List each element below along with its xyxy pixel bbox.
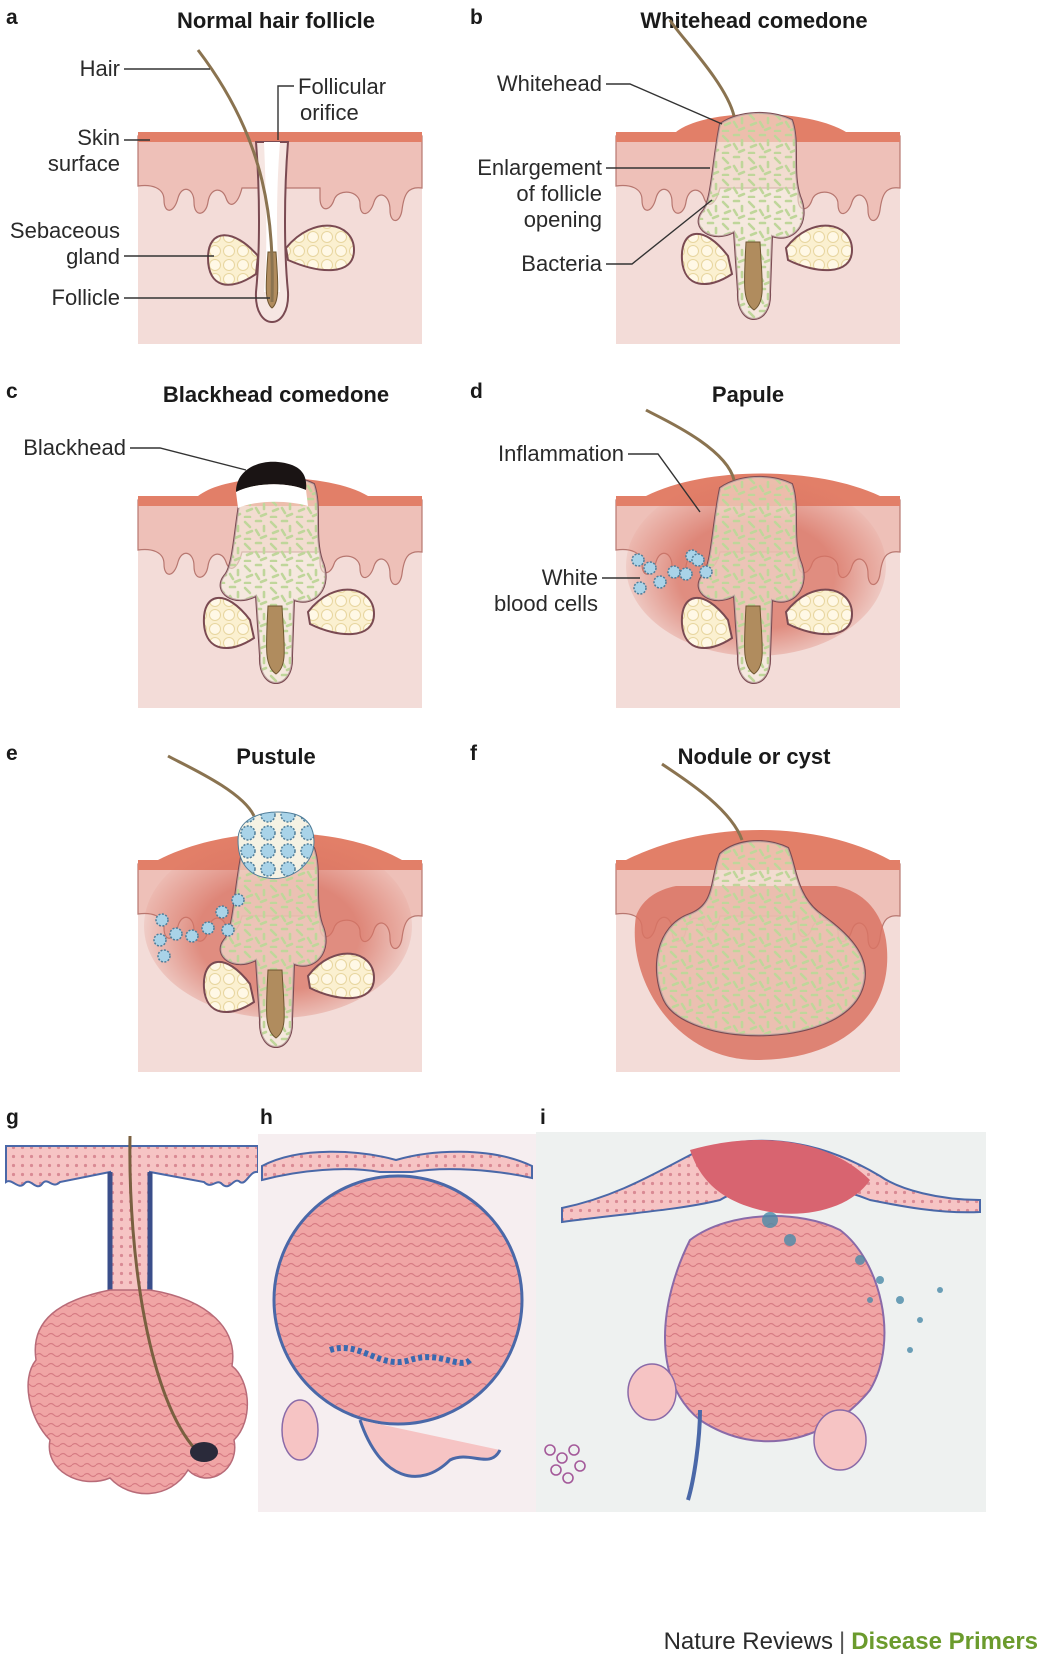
histology-i [536,1132,986,1512]
pustule-diagram [137,754,423,1073]
labels-a: Hair Follicular orifice Skin surface Seb… [10,56,386,310]
panel-letter: d [470,380,483,403]
separator: | [838,1628,846,1655]
panel-f: f Nodule or cyst [470,742,901,1073]
panel-letter: b [470,6,483,29]
panel-title: Normal hair follicle [177,8,375,33]
label-enlargement-2: of follicle [516,181,602,206]
credit-line: Nature Reviews|Disease Primers [664,1628,1038,1656]
label-enlargement-3: opening [524,207,602,232]
panel-letter: i [540,1106,546,1129]
panel-g: g [5,1106,259,1512]
publisher-name: Nature Reviews [663,1628,833,1655]
panel-letter: h [260,1106,273,1129]
labels-c: Blackhead [23,435,247,471]
white-blood-cells [153,893,245,963]
blackhead-diagram [137,461,423,709]
panel-b: b Whitehead comedone Whitehead Enlargeme… [470,6,901,345]
panel-title: Whitehead comedone [640,8,867,33]
label-sebaceous-2: gland [66,244,120,269]
panel-letter: e [6,742,18,765]
panel-e: e Pustule [6,742,423,1073]
cell-cluster [544,1444,586,1484]
label-inflammation: Inflammation [498,441,624,466]
label-sebaceous-1: Sebaceous [10,218,120,243]
label-wbc-1: White [542,565,598,590]
panel-i: i [536,1106,986,1512]
label-blackhead: Blackhead [23,435,126,460]
panel-letter: a [6,6,18,29]
label-skin-2: surface [48,151,120,176]
label-follicular-orifice-2: orifice [300,100,359,125]
label-enlargement-1: Enlargement [477,155,602,180]
label-follicular-orifice-1: Follicular [298,74,386,99]
white-blood-cells [631,549,713,595]
panel-title: Blackhead comedone [163,382,389,407]
histology-h [258,1134,536,1512]
panel-a: a Normal hair follicle Hair Follicular o… [6,6,423,345]
label-whitehead: Whitehead [497,71,602,96]
series-name: Disease Primers [851,1628,1038,1655]
nodule-cyst-diagram [615,762,901,1073]
normal-follicle-diagram [137,49,423,345]
panel-letter: c [6,380,18,403]
panel-title: Pustule [236,744,315,769]
panel-title: Nodule or cyst [678,744,831,769]
panel-d: d Papule Inflammation White blood cells [470,380,901,709]
label-follicle: Follicle [52,285,120,310]
panel-letter: g [6,1106,19,1129]
labels-b: Whitehead Enlargement of follicle openin… [477,71,723,276]
labels-d: Inflammation White blood cells [494,441,701,616]
label-hair: Hair [80,56,120,81]
histology-g [5,1134,259,1512]
label-bacteria: Bacteria [521,251,602,276]
panel-c: c Blackhead comedone Blackhead [6,380,423,709]
whitehead-diagram [615,19,901,345]
panel-title: Papule [712,382,784,407]
label-skin-1: Skin [77,125,120,150]
papule-diagram [615,408,901,709]
inflammatory-infiltrate [762,1212,943,1353]
panel-letter: f [470,742,478,765]
panel-h: h [258,1106,536,1512]
label-wbc-2: blood cells [494,591,598,616]
